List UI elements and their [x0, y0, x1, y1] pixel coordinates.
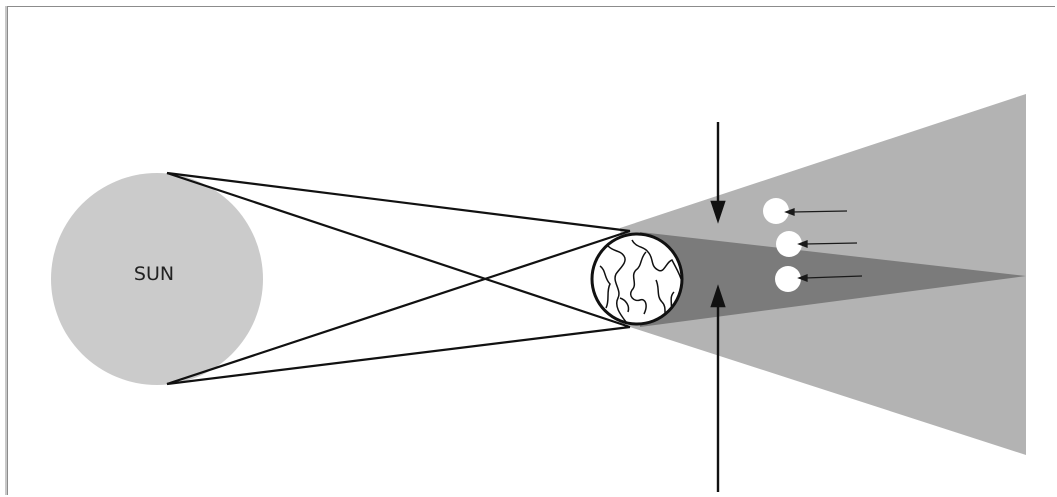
earth — [592, 234, 682, 324]
moon-lower — [775, 266, 801, 292]
moon-upper — [763, 198, 789, 224]
vertical-arrows — [712, 122, 724, 492]
sun-label: SUN — [134, 263, 174, 285]
